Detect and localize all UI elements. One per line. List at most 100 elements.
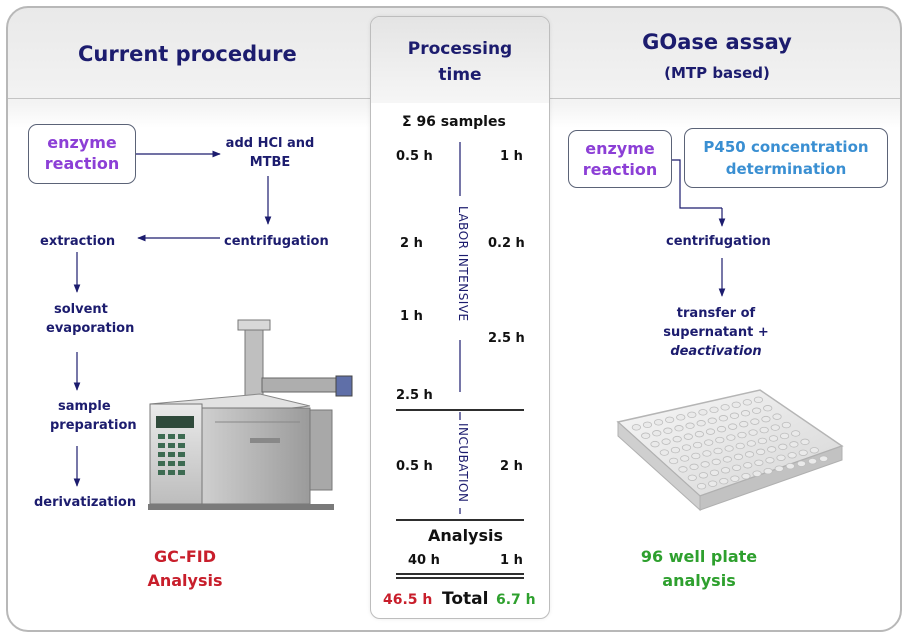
plate-well (665, 416, 675, 424)
samples-count: Σ 96 samples (402, 114, 506, 130)
plate-well (698, 409, 708, 416)
plate-well (724, 445, 734, 452)
plate-well (732, 464, 742, 471)
plate-well (774, 465, 784, 472)
plate-well (781, 421, 791, 429)
analysis-line-left: Analysis (147, 571, 223, 590)
processing-time-title: Processing time (370, 36, 550, 88)
mtp-based-subtitle: (MTP based) (664, 64, 770, 82)
enzyme-reaction-right-line2: reaction (582, 160, 658, 179)
evaporation-line: evaporation (46, 321, 135, 336)
labor-intensive-label: LABOR INTENSIVE (456, 206, 470, 322)
plate-well (720, 404, 730, 411)
add-hcl-line2: MTBE (249, 155, 291, 170)
plate-well (753, 396, 764, 404)
derivatization-step: derivatization (34, 495, 137, 510)
enzyme-reaction-line1: enzyme (47, 133, 117, 152)
gc-fid-analysis-label: GC-FID Analysis (140, 545, 230, 593)
analysis-header: Analysis (428, 526, 504, 545)
plate-well (650, 440, 660, 448)
plate-well (670, 446, 681, 454)
time-right-0: 1 h (500, 149, 523, 164)
plate-well (763, 467, 773, 475)
plate-well (713, 447, 723, 455)
plate-well (739, 420, 749, 428)
plate-well (702, 450, 712, 457)
time-line: time (438, 65, 482, 85)
plate-well (707, 417, 717, 424)
right-header-divider (550, 98, 900, 99)
time-left-1: 2 h (400, 236, 423, 251)
total-time-right: 6.7 h (496, 592, 536, 608)
p450-line1: P450 concentration (703, 138, 869, 156)
plate-well (761, 415, 771, 423)
plate-well (720, 467, 731, 474)
plate-well (752, 407, 762, 414)
plate-well (730, 475, 740, 482)
plate-well (674, 425, 684, 432)
plate-well (733, 453, 744, 461)
time-right-1: 0.2 h (488, 236, 525, 251)
add-hcl-step: add HCl and MTBE (222, 134, 318, 172)
plate-well (661, 438, 671, 445)
plate-well (789, 441, 799, 448)
plate-well (698, 472, 708, 479)
analysis-time-right: 1 h (500, 553, 523, 568)
analysis-line-right: analysis (662, 571, 736, 590)
time-left-0: 0.5 h (396, 149, 433, 164)
plate-well (708, 480, 718, 487)
plate-well (765, 457, 775, 464)
total-label: Total (442, 589, 489, 609)
plate-well (718, 415, 728, 422)
time-right-3: 2 h (500, 459, 523, 474)
plate-well (696, 420, 706, 427)
plate-well (704, 439, 714, 446)
plate-well (728, 423, 738, 430)
gc-fid-instrument-illustration (148, 319, 353, 510)
plate-well (715, 436, 725, 444)
plate-well (700, 461, 710, 468)
incubation-label: INCUBATION (456, 423, 470, 503)
plate-well (676, 414, 686, 421)
plate-well (678, 466, 688, 473)
plate-well (737, 431, 747, 439)
plate-well (687, 411, 697, 419)
plate-well (763, 405, 773, 412)
plate-well (722, 456, 732, 463)
plate-well (719, 477, 729, 485)
plate-well (711, 458, 721, 466)
plate-well (689, 463, 699, 471)
plate-well (696, 482, 707, 490)
plate-well (709, 469, 720, 476)
enzyme-reaction-line2: reaction (44, 154, 120, 173)
add-hcl-line1: add HCl and (225, 136, 315, 151)
transfer-line2: supernatant + (663, 325, 769, 340)
plate-well (756, 448, 766, 456)
plate-well (729, 412, 740, 419)
plate-well (750, 418, 760, 425)
enzyme-reaction-right-line1: enzyme (585, 139, 655, 158)
enzyme-reaction-box-right: enzyme reaction (568, 130, 672, 188)
plate-well (672, 435, 682, 443)
time-left-3: 2.5 h (396, 388, 433, 403)
plate-well (652, 430, 662, 437)
centrifugation-step-right: centrifugation (666, 234, 771, 249)
transfer-step: transfer of supernatant + deactivation (656, 304, 776, 361)
gc-fid-line: GC-FID (153, 547, 217, 566)
plate-well (754, 459, 764, 466)
plate-well (759, 426, 769, 434)
plate-well (770, 424, 780, 431)
transfer-line1: transfer of (676, 306, 756, 321)
plate-well (791, 430, 801, 437)
plate-well (709, 406, 719, 414)
left-header-divider (8, 98, 370, 99)
plate-well (685, 422, 695, 429)
p450-concentration-box: P450 concentration determination (684, 128, 888, 188)
plate-well (800, 438, 810, 446)
plate-well (767, 446, 777, 453)
plate-well (779, 432, 790, 440)
plate-well (778, 443, 788, 451)
plate-well (659, 449, 669, 456)
plate-well (768, 435, 779, 442)
plate-well (787, 452, 797, 459)
